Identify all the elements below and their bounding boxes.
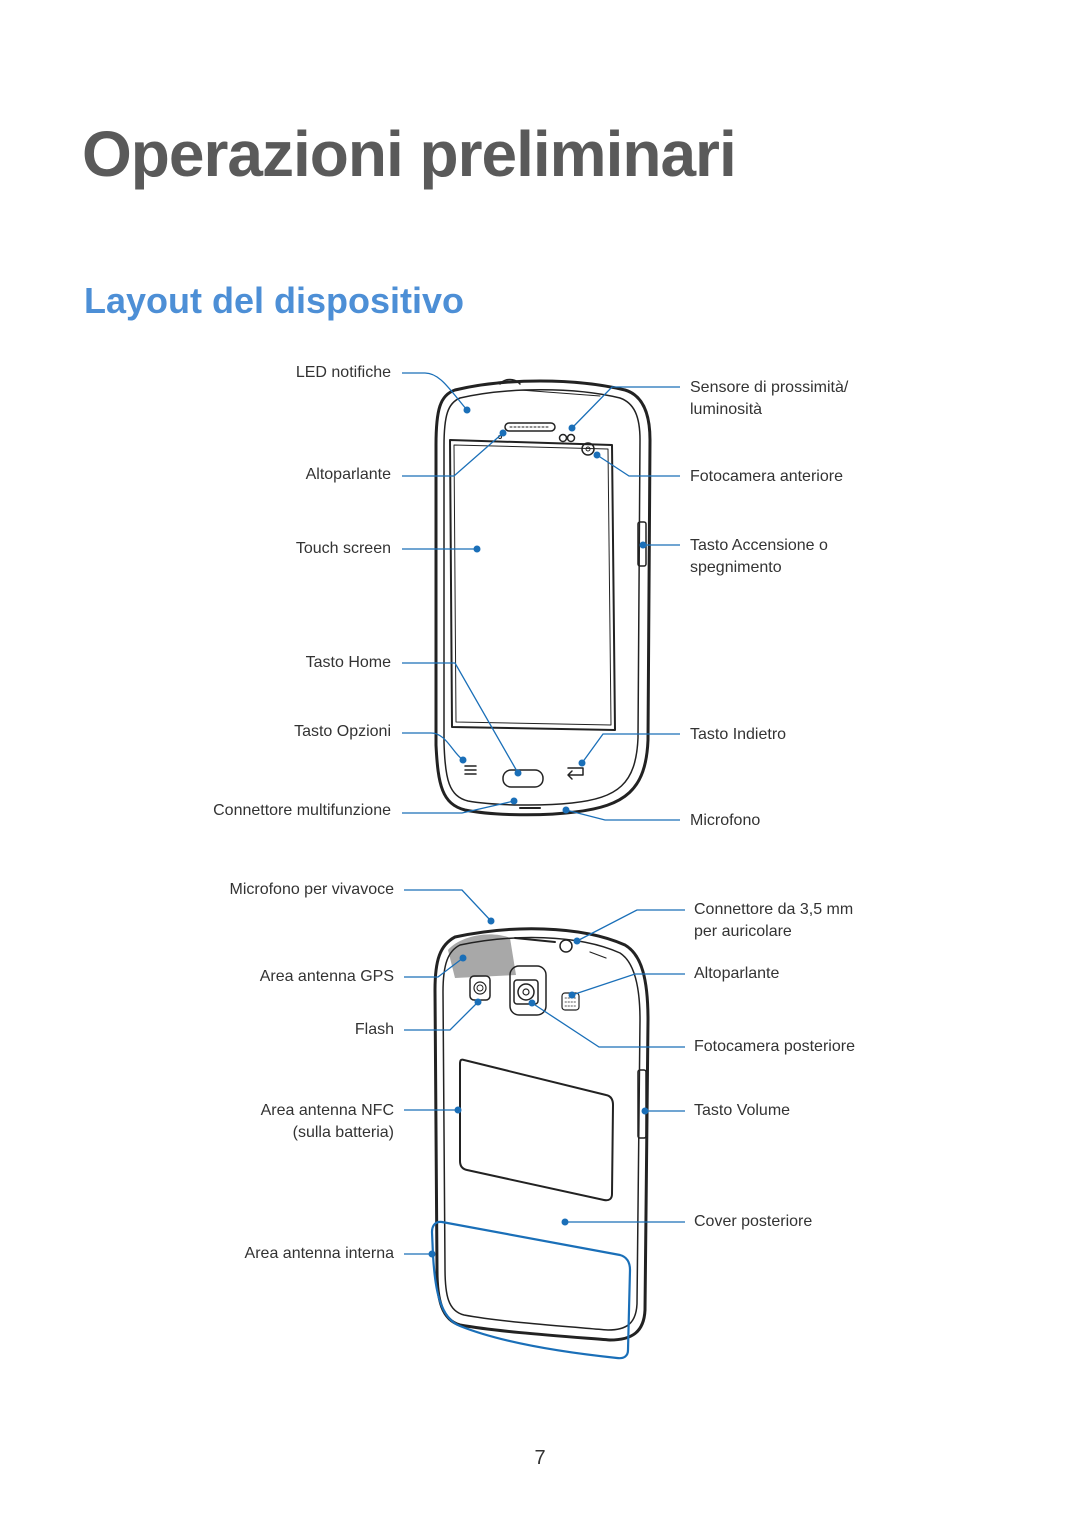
section-title: Layout del dispositivo: [84, 280, 465, 321]
label-tasto-spegnimento: spegnimento: [690, 559, 782, 576]
callout-dot: [499, 429, 507, 437]
label-sulla-batteria: (sulla batteria): [292, 1124, 394, 1141]
callout-dot: [528, 999, 536, 1007]
label-altoparlante-front: Altoparlante: [305, 466, 391, 483]
label-microfono-vivavoce: Microfono per vivavoce: [229, 881, 394, 898]
label-area-antenna-nfc: Area antenna NFC: [260, 1102, 394, 1119]
callout-dot: [474, 998, 482, 1006]
page-number: 7: [534, 1447, 546, 1469]
front-phone-illustration: [434, 378, 652, 817]
callout-dot: [568, 991, 576, 999]
label-area-antenna-gps: Area antenna GPS: [259, 968, 394, 985]
label-fotocamera-posteriore: Fotocamera posteriore: [694, 1038, 855, 1055]
callout-dot: [463, 406, 471, 414]
label-sensore-luminosita: luminosità: [690, 401, 763, 418]
callout-dot: [641, 1107, 649, 1115]
label-led-notifiche: LED notifiche: [295, 364, 391, 381]
callout-dot: [573, 937, 581, 945]
callout-dot: [514, 769, 522, 777]
label-tasto-indietro: Tasto Indietro: [690, 726, 787, 743]
label-flash: Flash: [354, 1021, 394, 1038]
callout-dots: [428, 406, 649, 1258]
callout-dot: [562, 806, 570, 814]
callout-dot: [561, 1218, 569, 1226]
callout-dot: [510, 797, 518, 805]
label-touch-screen: Touch screen: [295, 540, 391, 557]
label-connettore-multifunzione: Connettore multifunzione: [213, 802, 391, 819]
label-area-antenna-interna: Area antenna interna: [244, 1245, 394, 1262]
internal-antenna-outline: [430, 1220, 632, 1360]
callout-dot: [454, 1106, 462, 1114]
callout-dot: [459, 954, 467, 962]
callout-dot: [473, 545, 481, 553]
page-title: Operazioni preliminari: [82, 118, 737, 190]
label-tasto-volume: Tasto Volume: [694, 1102, 791, 1119]
label-per-auricolare: per auricolare: [694, 923, 792, 940]
callout-dot: [593, 451, 601, 459]
label-sensore-prossimita: Sensore di prossimità/: [690, 379, 849, 396]
label-altoparlante-back: Altoparlante: [694, 965, 780, 982]
label-cover-posteriore: Cover posteriore: [694, 1213, 813, 1230]
back-phone-illustration: [433, 927, 650, 1342]
label-connettore-auricolare: Connettore da 3,5 mm: [694, 901, 854, 918]
label-fotocamera-anteriore: Fotocamera anteriore: [690, 468, 843, 485]
callout-dot: [428, 1250, 436, 1258]
callout-dot: [487, 917, 495, 925]
label-tasto-home: Tasto Home: [305, 654, 391, 671]
callout-dot: [568, 424, 576, 432]
label-tasto-accensione: Tasto Accensione o: [690, 537, 828, 554]
callout-dot: [578, 759, 586, 767]
label-microfono: Microfono: [690, 812, 761, 829]
callout-dot: [639, 541, 647, 549]
label-tasto-opzioni: Tasto Opzioni: [294, 723, 391, 740]
callout-lines: [402, 372, 685, 1255]
callout-dot: [459, 756, 467, 764]
